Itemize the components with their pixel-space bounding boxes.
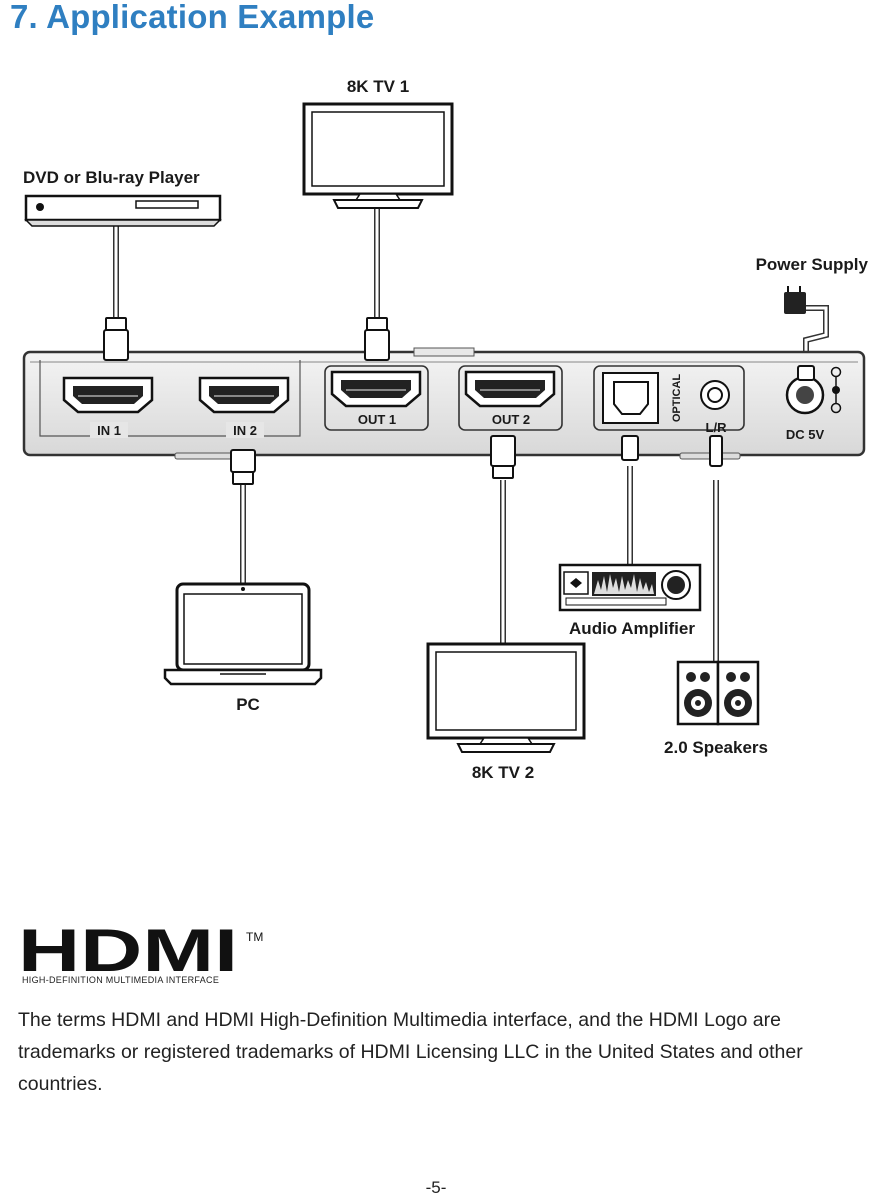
pc-label: PC [236,695,260,714]
label-optical: OPTICAL [671,374,683,423]
speakers-device [676,660,760,726]
label-lr: L/R [706,420,728,435]
audio-amplifier-device [558,563,702,612]
hdmi-port-out2 [464,370,556,408]
dvd-label: DVD or Blu-ray Player [23,168,200,187]
hdmi-port-in1 [62,376,154,414]
amplifier-label: Audio Amplifier [569,619,695,638]
power-supply-label: Power Supply [756,255,869,274]
label-out1: OUT 1 [358,412,396,427]
tv2-device [426,642,586,753]
hdmi-wordmark: HDMI [18,925,238,975]
application-diagram: IN 1 IN 2 OUT 1 OUT 2 OPTICAL L/R DC 5V … [22,77,869,782]
label-out2: OUT 2 [492,412,530,427]
hdmi-splitter-unit [22,347,866,460]
power-adapter-device [784,286,806,314]
pc-laptop-device [163,582,323,686]
label-dc: DC 5V [786,427,825,442]
page-number: -5- [425,1178,447,1197]
hdmi-port-in2 [198,376,290,414]
port-labels: IN 1 IN 2 OUT 1 OUT 2 OPTICAL L/R DC 5V [90,374,824,442]
label-in1: IN 1 [97,423,121,438]
dvd-player-device [24,194,222,227]
cable-plugs [103,317,815,485]
trademark-notice: The terms HDMI and HDMI High-Definition … [18,1009,803,1095]
lr-audio-jack [700,380,730,410]
speakers-label: 2.0 Speakers [664,738,768,757]
hdmi-tm: TM [246,930,263,944]
tv2-label: 8K TV 2 [472,763,534,782]
tv1-label: 8K TV 1 [347,77,409,96]
label-in2: IN 2 [233,423,257,438]
page-title: 7. Application Example [10,0,375,35]
hdmi-logo: HDMI TM [18,925,263,975]
tv1-device [302,102,454,209]
optical-port [602,372,659,424]
cables [113,208,829,662]
hdmi-port-out1 [330,370,422,408]
hdmi-tagline: HIGH-DEFINITION MULTIMEDIA INTERFACE [22,975,220,985]
